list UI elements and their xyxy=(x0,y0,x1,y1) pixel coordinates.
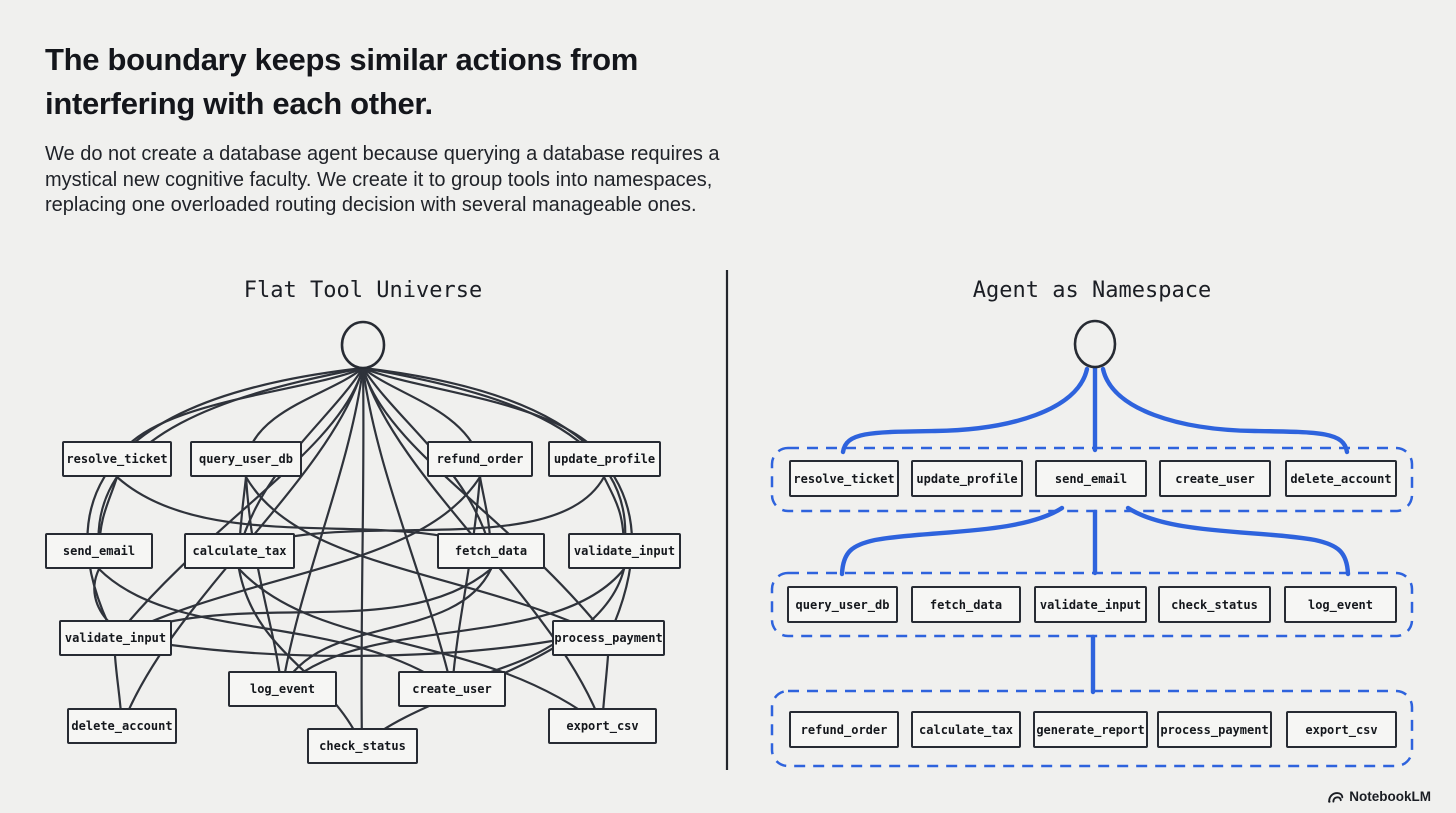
edge-group1-to-group2-right xyxy=(1125,505,1351,577)
notebooklm-logo-icon xyxy=(1328,792,1344,803)
tool-box: delete_account xyxy=(67,708,177,744)
page-subtitle-line-1: We do not create a database agent becaus… xyxy=(45,143,720,165)
tool-box: update_profile xyxy=(911,460,1023,497)
footer-brand: NotebookLM xyxy=(1327,789,1431,804)
namespace-group1-outline xyxy=(770,446,1414,513)
namespace-edges xyxy=(839,364,1351,695)
tool-box: export_csv xyxy=(548,708,657,744)
tool-box: log_event xyxy=(228,671,337,707)
namespace-title: Agent as Namespace xyxy=(972,278,1212,303)
namespace-agent-circle xyxy=(1073,319,1117,369)
page-subtitle-line-2: mystical new cognitive faculty. We creat… xyxy=(45,168,713,191)
edge-circle-to-group1-right xyxy=(1100,366,1350,455)
page-subtitle: We do not create a database agent becaus… xyxy=(45,142,720,219)
tool-box: validate_input xyxy=(568,533,681,569)
flat-universe-title: Flat Tool Universe xyxy=(243,278,483,303)
tool-box: check_status xyxy=(1158,586,1271,623)
tool-box: validate_input xyxy=(1034,586,1147,623)
page-subtitle-line-3: replacing one overloaded routing decisio… xyxy=(45,194,697,216)
tool-box: refund_order xyxy=(427,441,533,477)
footer-brand-label: NotebookLM xyxy=(1349,789,1431,804)
tool-box: delete_account xyxy=(1285,460,1397,497)
tool-box: send_email xyxy=(1035,460,1147,497)
namespace-group3-outline xyxy=(770,689,1414,768)
tool-box: export_csv xyxy=(1286,711,1397,748)
tool-box: query_user_db xyxy=(190,441,302,477)
flat-universe-agent-circle xyxy=(340,320,386,370)
tool-box: query_user_db xyxy=(787,586,898,623)
tool-box: create_user xyxy=(1159,460,1271,497)
page-title: The boundary keeps similar actions from … xyxy=(45,38,720,126)
tool-box: validate_input xyxy=(59,620,172,656)
tool-box: update_profile xyxy=(548,441,661,477)
namespace-group2-outline xyxy=(770,571,1414,638)
tool-box: resolve_ticket xyxy=(62,441,172,477)
tool-box: generate_report xyxy=(1033,711,1148,748)
tool-box: calculate_tax xyxy=(184,533,295,569)
tool-box: calculate_tax xyxy=(911,711,1021,748)
tool-box: fetch_data xyxy=(437,533,545,569)
tool-box: fetch_data xyxy=(911,586,1021,623)
tool-box: refund_order xyxy=(789,711,899,748)
edge-circle-to-group1-left xyxy=(840,366,1090,455)
tool-box: log_event xyxy=(1284,586,1397,623)
namespace-group-outlines xyxy=(770,446,1414,768)
flat-universe-edges xyxy=(86,366,634,748)
header: The boundary keeps similar actions from … xyxy=(45,38,720,219)
page-title-line-1: The boundary keeps similar actions from xyxy=(45,42,638,77)
tool-box: process_payment xyxy=(552,620,665,656)
tool-box: process_payment xyxy=(1157,711,1272,748)
tool-box: send_email xyxy=(45,533,153,569)
edge-group1-to-group2-left xyxy=(839,505,1065,577)
tool-box: resolve_ticket xyxy=(789,460,899,497)
tool-box: check_status xyxy=(307,728,418,764)
page-title-line-2: interfering with each other. xyxy=(45,86,433,121)
tool-box: create_user xyxy=(398,671,506,707)
